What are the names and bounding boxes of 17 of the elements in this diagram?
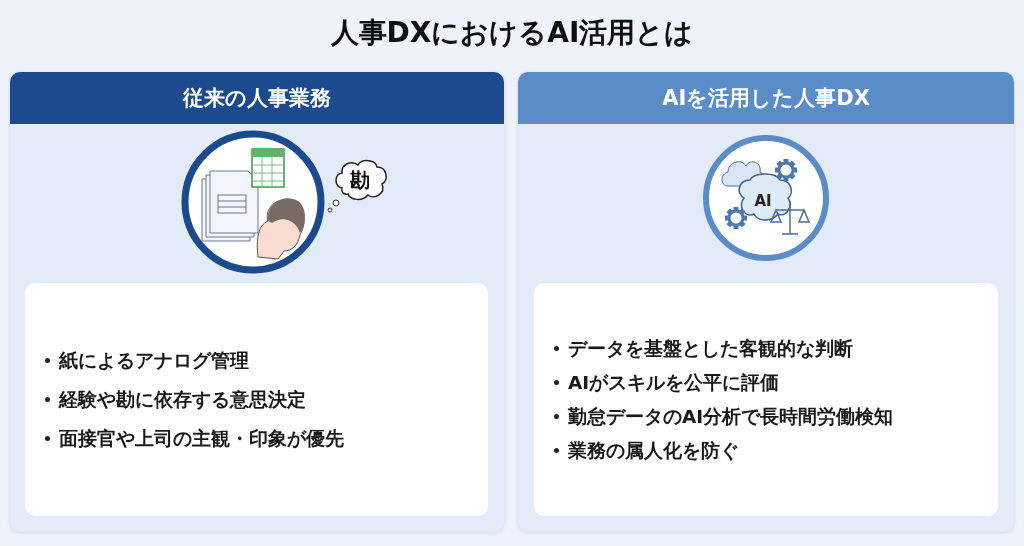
panel-header: 従来の人事業務 <box>10 72 504 124</box>
list-card <box>534 283 998 516</box>
ai-text: AI <box>753 192 773 210</box>
thought-bubble <box>326 158 390 214</box>
panel-header: AIを活用した人事DX <box>518 72 1014 124</box>
bullet-item: 面接官や上司の主観・印象が優先 <box>59 426 488 451</box>
diagram-title: 人事DXにおけるAI活用とは <box>329 15 695 51</box>
bullet-item: 業務の属人化を防ぐ <box>568 438 998 463</box>
list-card <box>25 283 488 516</box>
bullet-item: データを基盤とした客観的な判断 <box>568 336 998 361</box>
bullet-item: 経験や勘に依存する意思決定 <box>59 387 488 412</box>
panel <box>10 72 504 532</box>
bubble-text: 勘 <box>349 167 371 194</box>
bullet-item: 勤怠データのAI分析で長時間労働検知 <box>568 404 998 429</box>
bullet-item: 紙によるアナログ管理 <box>59 348 488 373</box>
panel <box>518 72 1014 532</box>
bullet-item: AIがスキルを公平に評価 <box>568 370 998 395</box>
